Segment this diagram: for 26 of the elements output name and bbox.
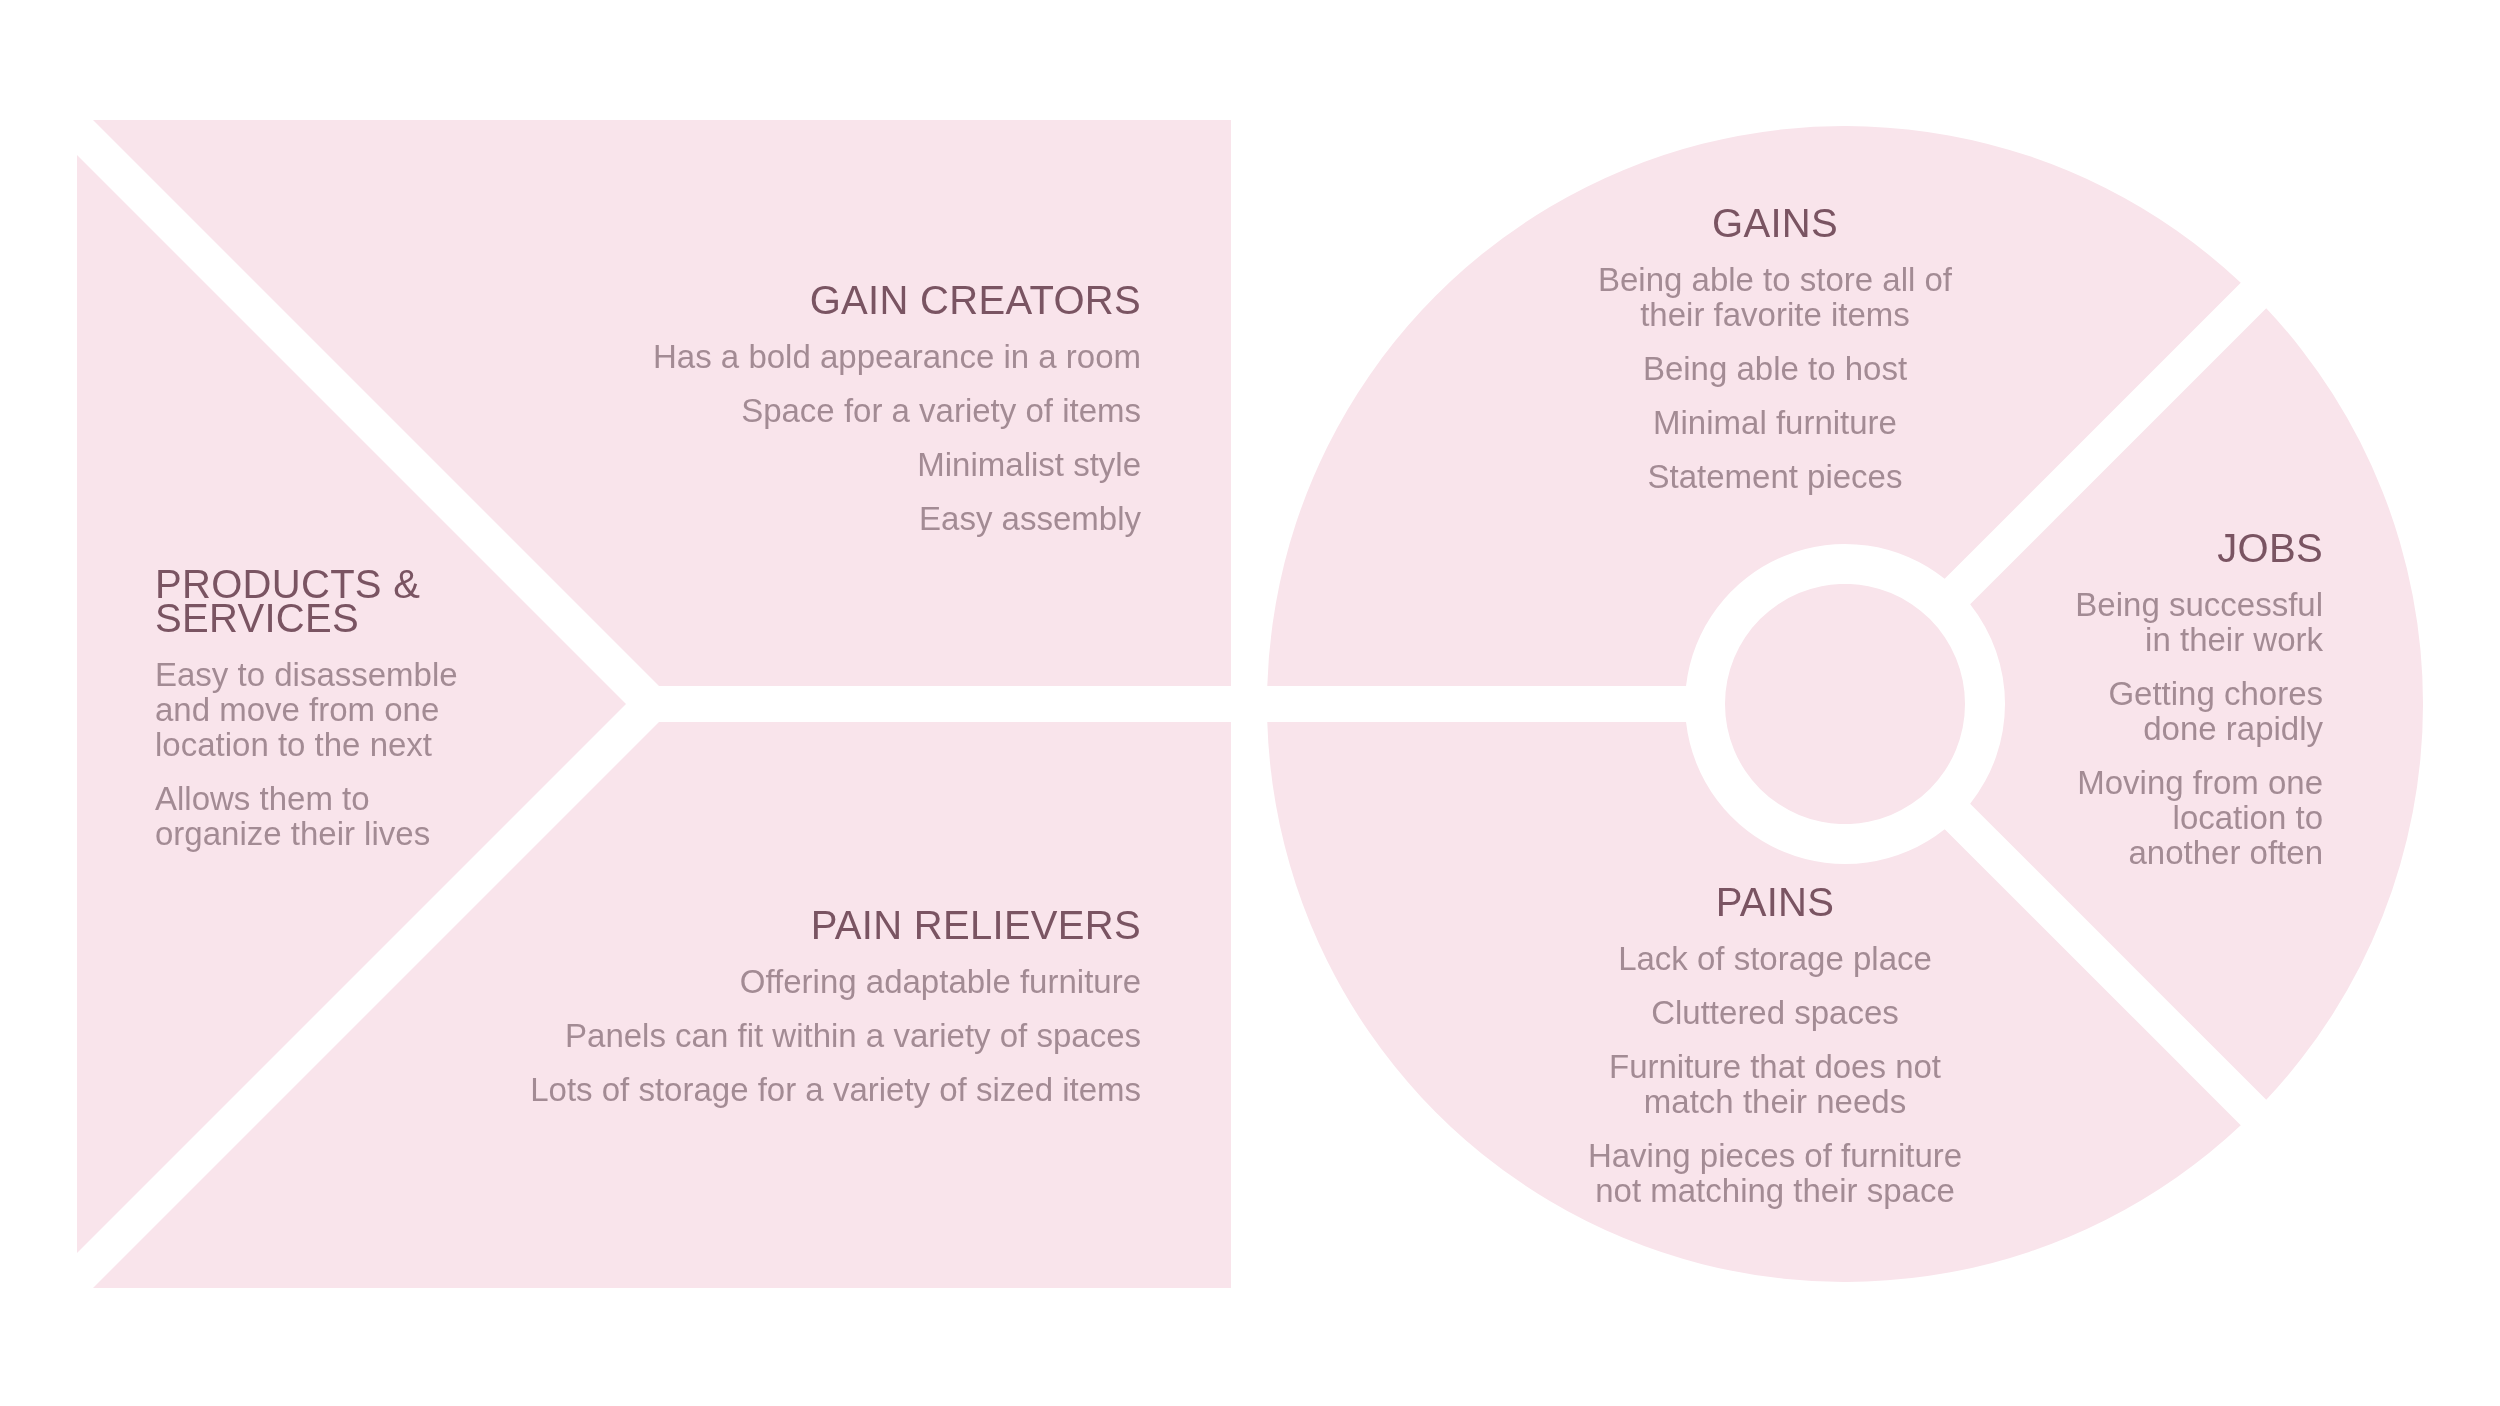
- section-heading: PAIN RELIEVERS: [809, 908, 1141, 942]
- item-text: Easy to disassemble and move from one location to the next: [155, 657, 459, 762]
- item-text: Being able to host: [1642, 351, 1908, 386]
- section-heading: GAINS: [1711, 206, 1839, 240]
- item-text: Furniture that does not match their needs: [1608, 1049, 1942, 1119]
- item-text: Has a bold appearance in a room: [652, 339, 1141, 374]
- item-text: Moving from one location to another often: [2076, 765, 2323, 870]
- item-text: Cluttered spaces: [1650, 995, 1900, 1030]
- item-text: Panels can fit within a variety of spaces: [564, 1018, 1141, 1053]
- item-text: Minimalist style: [916, 447, 1141, 482]
- item-text: Statement pieces: [1647, 459, 1903, 494]
- item-text: Allows them to organize their lives: [155, 781, 432, 851]
- item-text: Getting chores done rapidly: [2107, 676, 2323, 746]
- item-text: Offering adaptable furniture: [738, 964, 1141, 999]
- section-heading: PAINS: [1715, 885, 1835, 919]
- item-text: Being able to store all of their favorite items: [1597, 262, 1953, 332]
- item-text: Space for a variety of items: [740, 393, 1141, 428]
- item-text: Easy assembly: [918, 501, 1141, 536]
- item-text: Minimal furniture: [1652, 405, 1898, 440]
- item-text: Having pieces of furniture not matching their space: [1587, 1138, 1963, 1208]
- item-text: Lots of storage for a variety of sized items: [529, 1072, 1141, 1107]
- section-heading: JOBS: [2216, 531, 2323, 565]
- item-text: Lack of storage place: [1617, 941, 1933, 976]
- item-text: Being successful in their work: [2074, 587, 2323, 657]
- section-heading: PRODUCTS & SERVICES: [155, 567, 422, 635]
- section-heading: GAIN CREATORS: [808, 283, 1141, 317]
